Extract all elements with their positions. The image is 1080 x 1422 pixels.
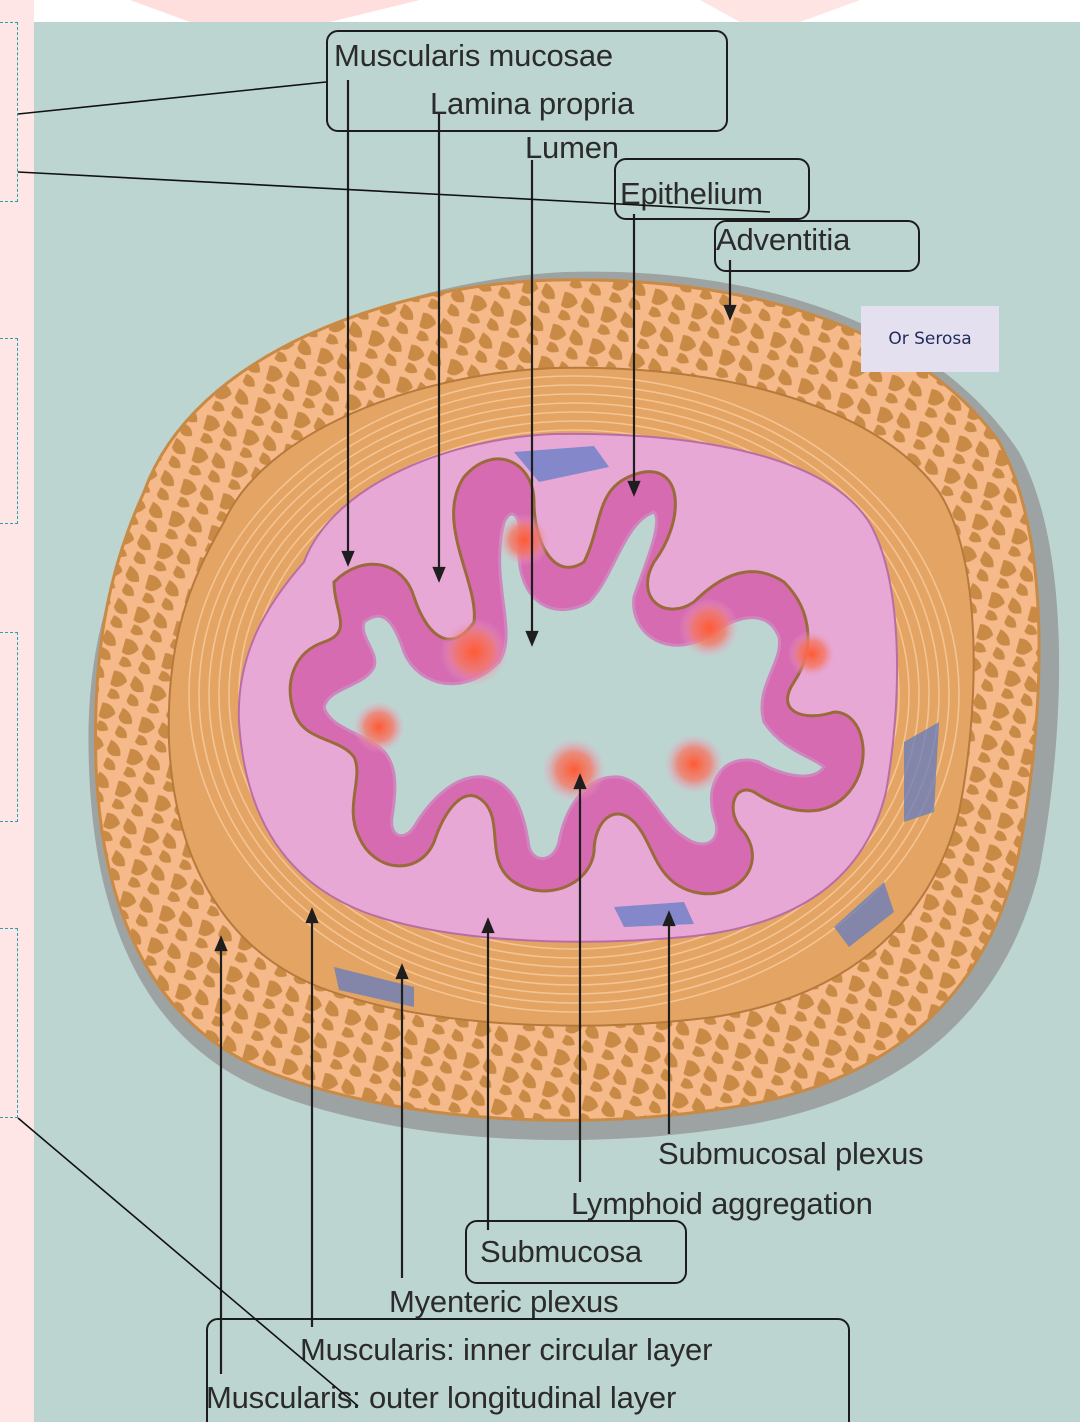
label-lumen: Lumen: [525, 132, 619, 163]
label-myenteric-plexus: Myenteric plexus: [389, 1286, 618, 1317]
highlight-box-epithelium: [614, 158, 810, 220]
lymphoid-nodule: [664, 734, 724, 794]
lymphoid-nodule: [353, 701, 405, 753]
lymphoid-nodule: [542, 738, 606, 802]
bracket-1: [0, 22, 18, 202]
slide-accent-top: [130, 0, 420, 22]
serosa-note-text: Or Serosa: [888, 329, 971, 349]
lymphoid-nodule: [788, 630, 836, 678]
highlight-box-mucosa: [326, 30, 728, 132]
label-lymphoid-aggregation: Lymphoid aggregation: [571, 1188, 873, 1219]
lymphoid-nodule: [498, 514, 550, 566]
lymphoid-nodule: [440, 618, 508, 686]
bracket-4: [0, 928, 18, 1118]
serosa-note: Or Serosa: [861, 306, 999, 372]
highlight-box-adventitia: [714, 220, 920, 272]
highlight-box-submucosa: [465, 1220, 687, 1284]
bracket-2: [0, 338, 18, 524]
highlight-box-muscularis: [206, 1318, 850, 1422]
bracket-3: [0, 632, 18, 822]
lymphoid-nodule: [679, 598, 739, 658]
diagram-panel: Muscularis mucosae Lamina propria Lumen …: [34, 22, 1080, 1422]
gut-cross-section: [34, 22, 1080, 1422]
label-submucosal-plexus: Submucosal plexus: [658, 1138, 923, 1169]
slide-accent-top-right: [700, 0, 860, 22]
